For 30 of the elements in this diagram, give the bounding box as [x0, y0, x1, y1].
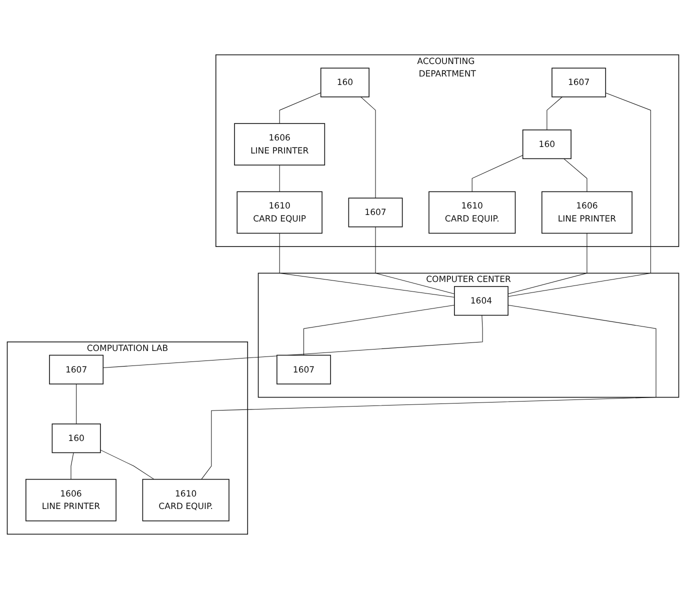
connector — [360, 96, 376, 198]
connector — [100, 450, 154, 480]
node-box: 1607 — [348, 198, 403, 228]
node-box: 1610 CARD EQUIP — [236, 191, 322, 234]
connector — [201, 304, 656, 480]
connector — [564, 158, 588, 192]
connector — [375, 226, 455, 294]
connector — [102, 315, 483, 368]
node-box: 1607 — [552, 68, 606, 98]
connector — [546, 96, 563, 130]
connector — [279, 92, 322, 124]
node-box: 1604 — [454, 286, 508, 316]
node-box: 160 — [522, 130, 572, 160]
connector — [508, 232, 588, 294]
node-box: 160 — [320, 68, 370, 98]
node-box: 1607 — [49, 354, 104, 384]
node-box: 1610 CARD EQUIP. — [428, 191, 516, 234]
connector — [70, 452, 74, 480]
node-box: 1606 LINE PRINTER — [541, 191, 632, 234]
node-box: 1610 CARD EQUIP. — [142, 478, 230, 522]
node-box: 1606 LINE PRINTER — [26, 478, 116, 522]
connector — [303, 304, 455, 356]
node-box: 160 — [52, 424, 101, 454]
connector — [508, 92, 651, 297]
connector — [472, 155, 524, 192]
connector — [279, 164, 280, 192]
node-box: 1606 LINE PRINTER — [234, 123, 326, 166]
node-box: 1607 — [276, 354, 331, 384]
connector — [279, 232, 455, 298]
connector — [76, 384, 77, 424]
